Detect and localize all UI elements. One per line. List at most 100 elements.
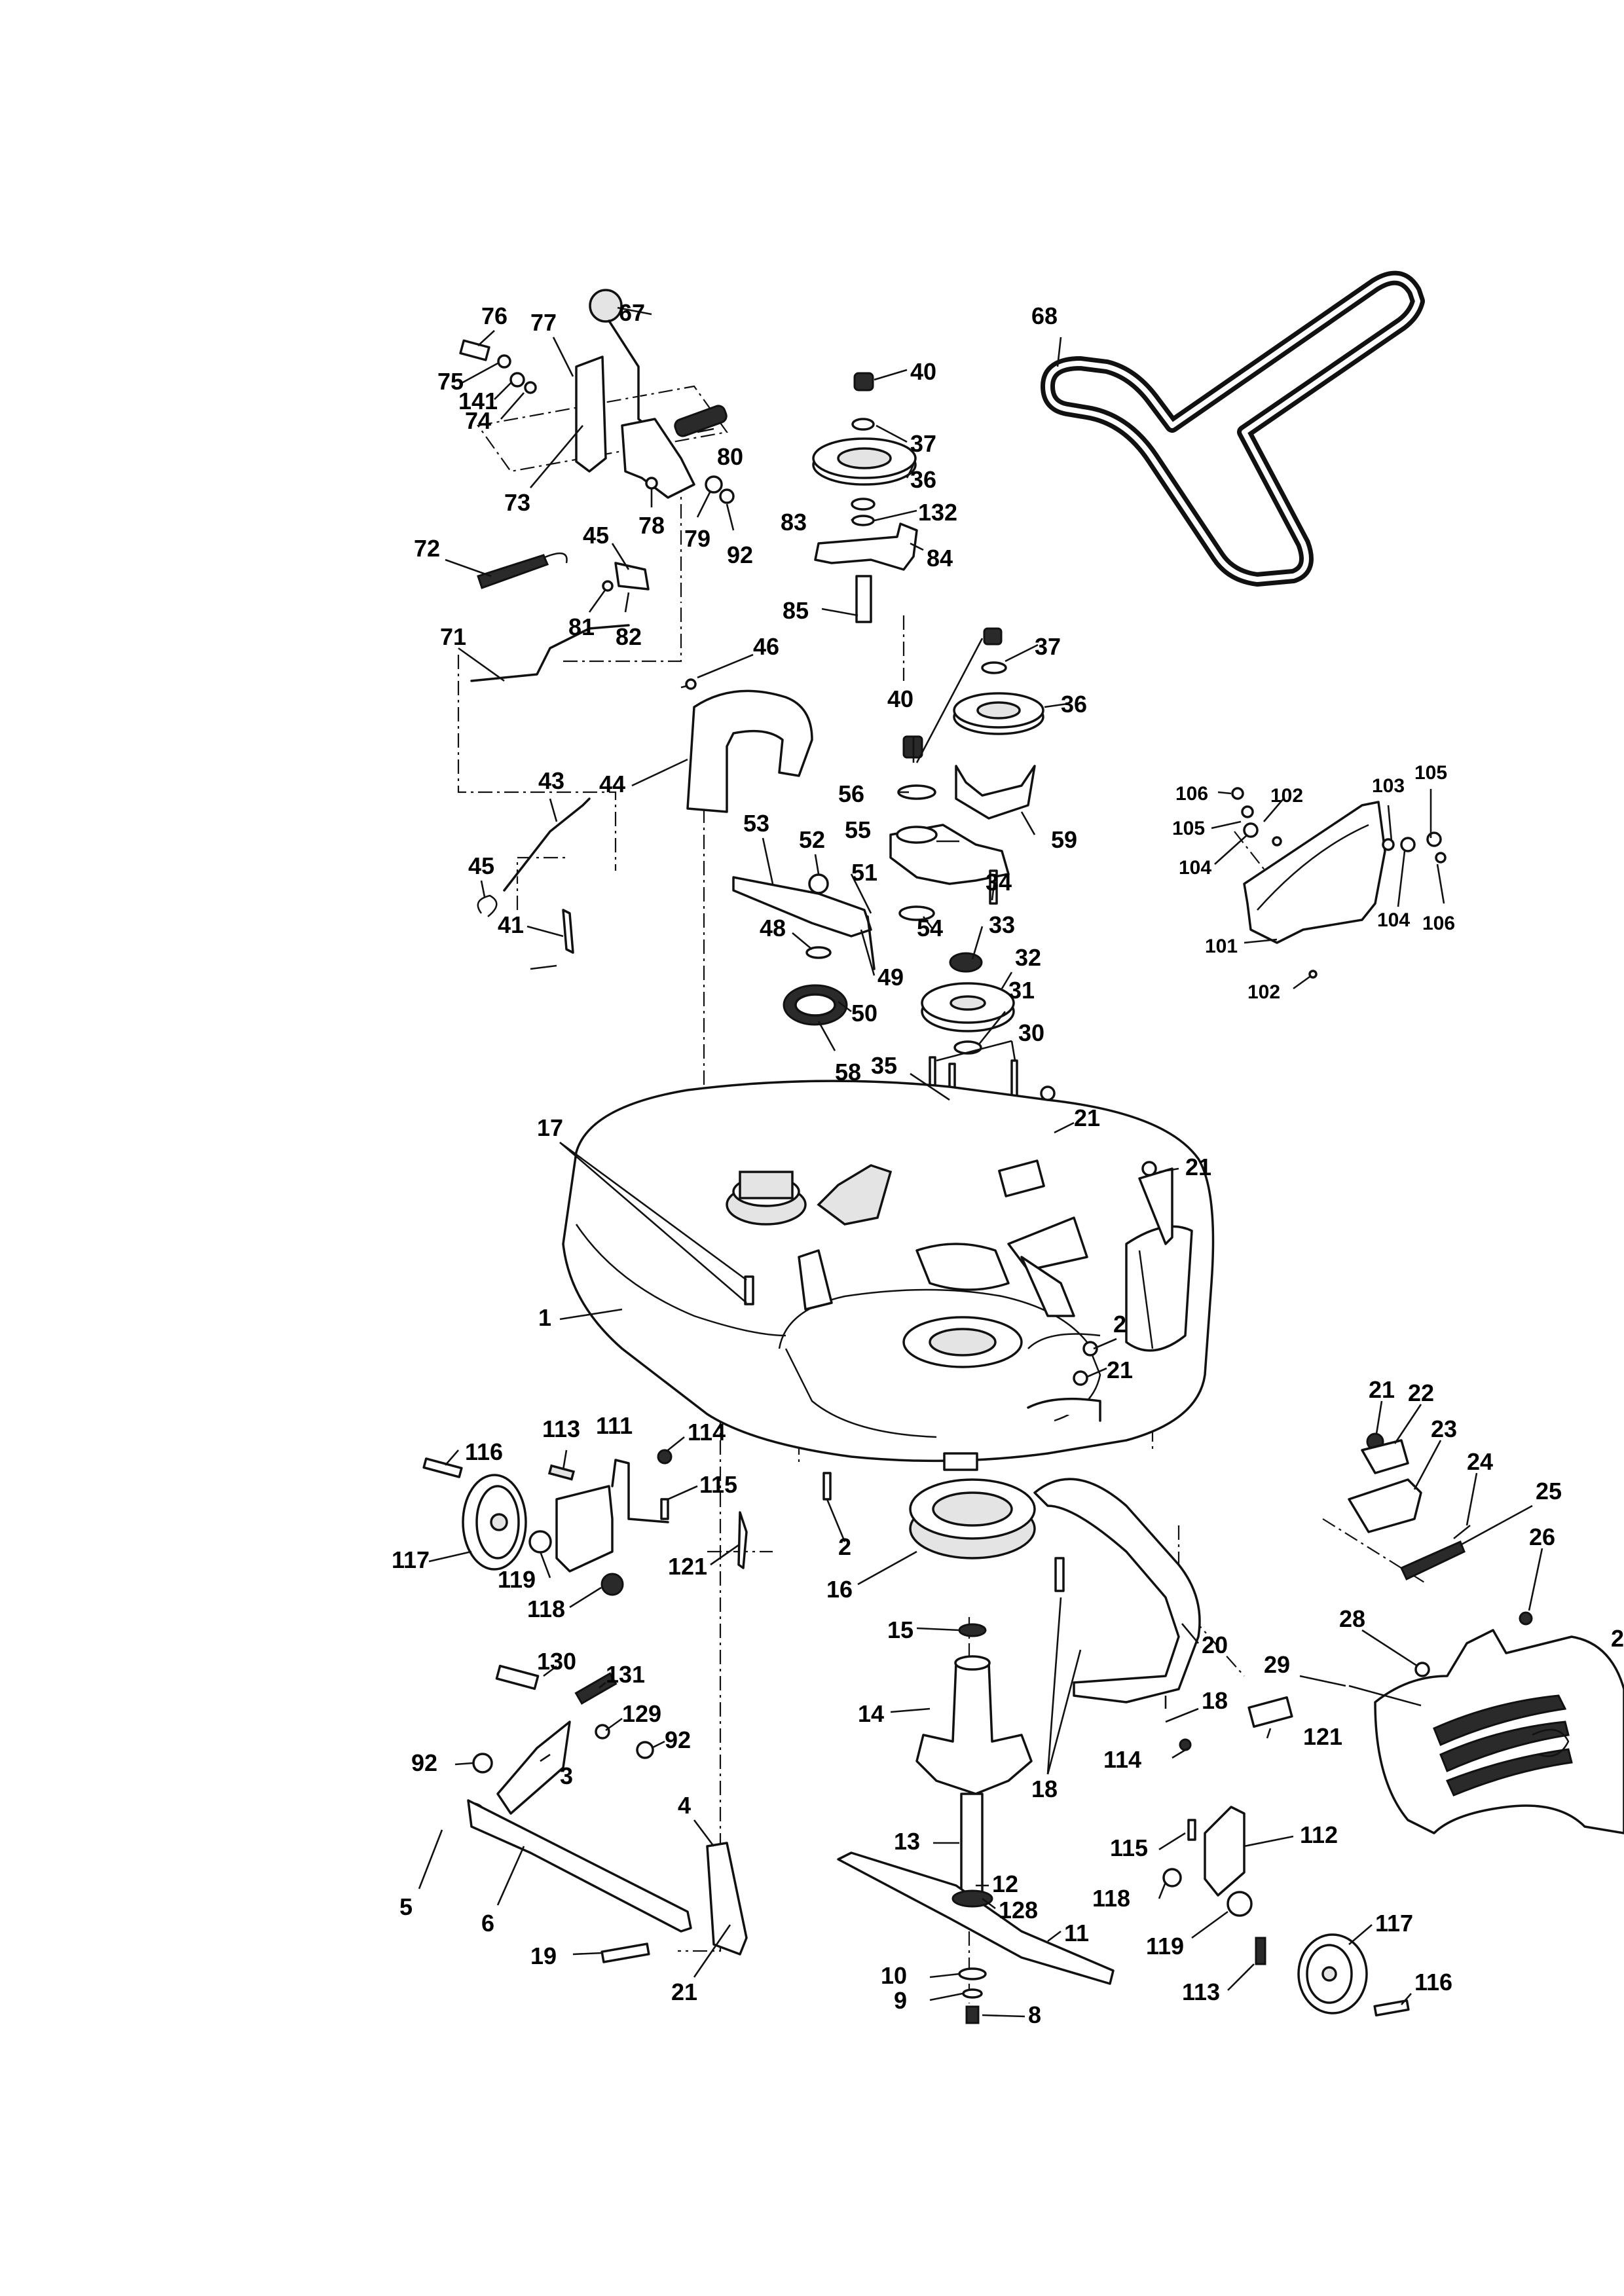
callout-58: 58 — [835, 1059, 861, 1085]
callout-56: 56 — [838, 780, 864, 807]
callout-leader-lines — [418, 306, 1543, 2018]
drive-belt — [1041, 270, 1425, 587]
callout-129: 129 — [622, 1700, 661, 1727]
callout-9: 9 — [894, 1987, 907, 2014]
callout-6: 6 — [481, 1910, 494, 1937]
callout-3: 3 — [560, 1762, 573, 1789]
callout-8: 8 — [1028, 2001, 1041, 2028]
callout-37-mid: 37 — [1035, 633, 1061, 660]
callout-54: 54 — [917, 915, 943, 941]
callout-18-left: 18 — [1031, 1776, 1058, 1802]
callout-72: 72 — [414, 535, 440, 562]
callout-17: 17 — [537, 1114, 563, 1141]
callout-77: 77 — [530, 309, 557, 336]
callout-130: 130 — [537, 1648, 576, 1675]
callout-27-clipped: 2 — [1611, 1625, 1624, 1652]
blade-baffle-and-guide — [909, 1478, 1201, 1704]
callout-36-top: 36 — [910, 466, 936, 493]
center-spindle-pulley — [921, 952, 1018, 1101]
callout-34: 34 — [986, 869, 1012, 896]
callout-103: 103 — [1372, 775, 1405, 797]
callout-4: 4 — [678, 1792, 691, 1819]
callout-20: 20 — [1202, 1631, 1228, 1658]
callout-71: 71 — [440, 623, 466, 650]
callout-76: 76 — [481, 302, 507, 329]
callout-43: 43 — [538, 767, 564, 794]
callout-81: 81 — [568, 613, 595, 640]
callout-115-right: 115 — [1110, 1834, 1148, 1861]
callout-114-left: 114 — [688, 1419, 726, 1446]
lift-handle-assembly — [459, 289, 735, 504]
callout-21-bracket: 21 — [1185, 1154, 1211, 1180]
callout-2-upper: 2 — [1113, 1311, 1126, 1338]
callout-30: 30 — [1018, 1019, 1044, 1046]
callout-53: 53 — [743, 810, 769, 837]
callout-117-left: 117 — [392, 1546, 430, 1573]
callout-80: 80 — [717, 443, 743, 470]
callout-labels: 67 76 77 75 141 74 73 78 79 92 80 72 45 … — [392, 299, 1624, 2028]
callout-121-left: 121 — [668, 1553, 707, 1580]
callout-85: 85 — [783, 597, 809, 624]
discharge-chute-assembly — [1348, 1432, 1624, 1834]
upper-idler-pulley-stack — [812, 372, 918, 623]
center-idler-pulley — [953, 627, 1044, 820]
callout-21-lower: 21 — [671, 1978, 697, 2005]
callout-102-top: 102 — [1270, 785, 1303, 807]
callout-55: 55 — [845, 816, 871, 843]
callout-115-left: 115 — [699, 1471, 737, 1498]
callout-29: 29 — [1264, 1651, 1290, 1678]
callout-11: 11 — [1064, 1920, 1089, 1946]
callout-33: 33 — [989, 911, 1015, 938]
callout-114-right: 114 — [1103, 1746, 1141, 1773]
callout-119-right: 119 — [1146, 1933, 1184, 1959]
callout-92: 92 — [727, 541, 753, 568]
callout-52: 52 — [799, 826, 825, 853]
callout-59: 59 — [1051, 826, 1077, 853]
callout-35: 35 — [871, 1052, 897, 1079]
callout-78: 78 — [638, 512, 665, 539]
callout-36-mid: 36 — [1061, 691, 1087, 718]
callout-75: 75 — [437, 368, 464, 395]
callout-31: 31 — [1008, 977, 1035, 1004]
mower-deck-housing — [562, 1080, 1215, 1471]
callout-40-top: 40 — [910, 358, 936, 385]
callout-23: 23 — [1431, 1415, 1457, 1442]
callout-117-right: 117 — [1375, 1910, 1413, 1937]
callout-67: 67 — [619, 299, 645, 326]
callout-26: 26 — [1529, 1523, 1555, 1550]
callout-12: 12 — [992, 1870, 1018, 1897]
callout-46: 46 — [753, 633, 779, 660]
front-hanger-linkage — [467, 1664, 748, 1963]
callout-2-lower: 2 — [838, 1533, 851, 1560]
callout-116-left: 116 — [465, 1438, 503, 1465]
callout-1: 1 — [538, 1304, 551, 1331]
callout-21-upper: 21 — [1074, 1104, 1100, 1131]
callout-113-right: 113 — [1182, 1978, 1220, 2005]
callout-106-bottom: 106 — [1422, 913, 1455, 934]
callout-5: 5 — [399, 1893, 413, 1920]
callout-45-lower: 45 — [468, 852, 494, 879]
callout-24: 24 — [1467, 1448, 1493, 1475]
callout-132: 132 — [918, 499, 957, 526]
callout-18-right: 18 — [1202, 1687, 1228, 1714]
callout-79: 79 — [684, 525, 710, 552]
callout-22: 22 — [1408, 1379, 1434, 1406]
callout-16: 16 — [826, 1576, 853, 1603]
callout-141: 141 — [458, 388, 498, 414]
callout-50: 50 — [851, 1000, 877, 1027]
callout-113-left: 113 — [542, 1415, 580, 1442]
callout-82: 82 — [616, 623, 642, 650]
callout-21-right: 21 — [1369, 1376, 1395, 1403]
left-gauge-wheel-assembly — [422, 1449, 748, 1596]
callout-10: 10 — [881, 1962, 907, 1989]
mulching-cover-assembly — [1231, 787, 1447, 979]
callout-13: 13 — [894, 1828, 920, 1855]
callout-112: 112 — [1300, 1821, 1338, 1848]
lift-springs-and-rods — [470, 552, 650, 970]
callout-68: 68 — [1031, 302, 1058, 329]
callout-101: 101 — [1205, 936, 1238, 957]
callout-19: 19 — [530, 1942, 557, 1969]
callout-40-mid: 40 — [887, 685, 913, 712]
callout-49: 49 — [877, 964, 904, 991]
callout-21-deck: 21 — [1107, 1357, 1133, 1383]
